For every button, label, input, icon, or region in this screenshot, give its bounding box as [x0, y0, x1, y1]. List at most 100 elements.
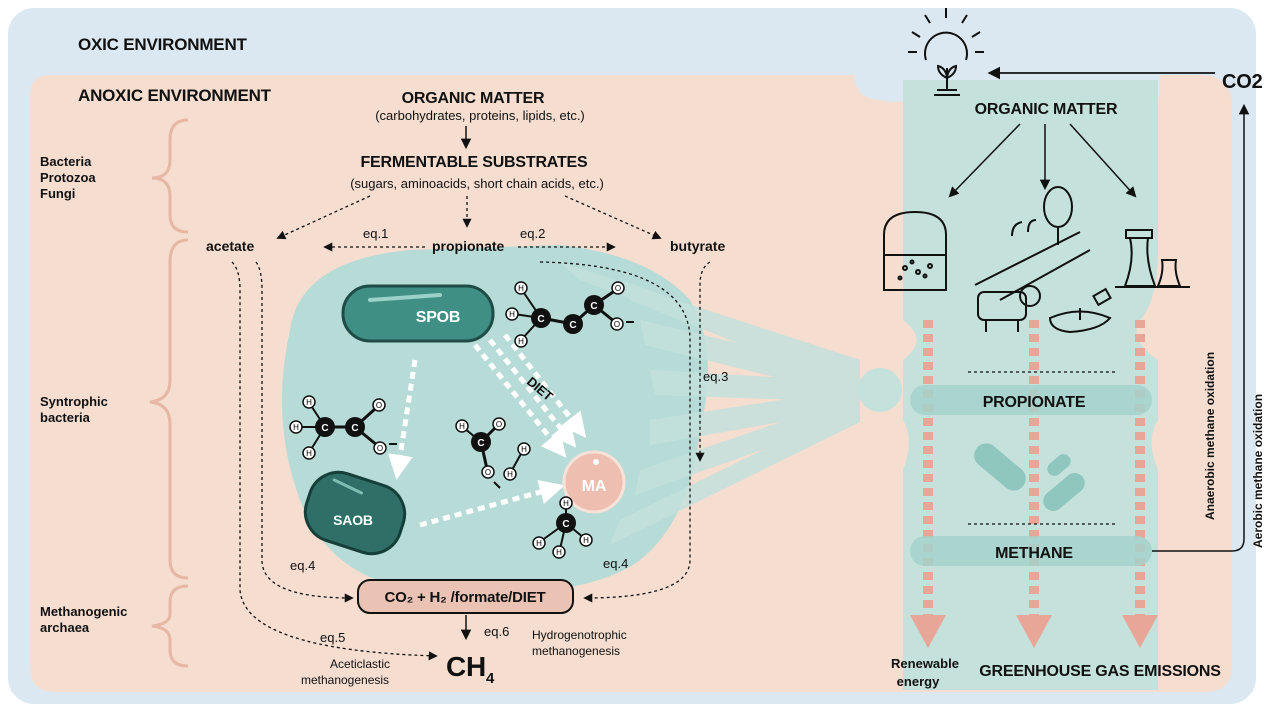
arrow-methane-to-co2: [1152, 103, 1250, 552]
fermentation-arrows: [276, 195, 662, 252]
methane-molecule: C H H H H: [532, 496, 593, 559]
atom-h: H: [583, 536, 589, 545]
atom-o: O: [377, 444, 383, 453]
beam-focus: [858, 368, 902, 412]
atom-h: H: [459, 422, 465, 431]
fermentable-title: FERMENTABLE SUBSTRATES: [360, 154, 588, 171]
digester-icon: [883, 210, 947, 291]
atom-h: H: [509, 310, 515, 319]
white-electron-arrows: [387, 333, 587, 528]
right-propionate-label: PROPIONATE: [983, 394, 1086, 411]
atom-c: C: [351, 423, 358, 434]
acetate-molecule: C C O O H H H: [289, 395, 397, 460]
arrow-butyrate-to-ma: [695, 261, 711, 462]
sun-plant-icon: [908, 8, 984, 96]
atom-h: H: [293, 423, 299, 432]
atom-h: H: [521, 445, 527, 454]
butyrate-label: butyrate: [670, 238, 725, 254]
group-bacteria-line1: Bacteria: [40, 154, 92, 169]
spob-bacterium: SPOB: [341, 284, 495, 343]
methane-band: [910, 536, 1152, 566]
atom-o: O: [614, 320, 620, 329]
arrow-propionate-to-co2: [539, 261, 691, 603]
light-beams: [560, 262, 860, 545]
eq5-label: eq.5: [320, 630, 345, 645]
left-braces: [149, 118, 189, 668]
propionate-label: propionate: [432, 238, 505, 254]
atom-o: O: [615, 284, 621, 293]
anoxic-label: ANOXIC ENVIRONMENT: [78, 86, 272, 105]
atom-c: C: [477, 438, 484, 449]
eq1-label: eq.1: [363, 226, 388, 241]
atom-h: H: [306, 398, 312, 407]
group-syntrophic-line1: Syntrophic: [40, 394, 108, 409]
formate-molecule: C H O O H H: [455, 417, 531, 489]
right-methane-label: METHANE: [995, 545, 1073, 562]
eq4-left-label: eq.4: [290, 558, 315, 573]
atom-h: H: [536, 539, 542, 548]
anaerobic-oxidation-label: Anaerobic methane oxidation: [1203, 352, 1217, 520]
industry-icon: [1048, 229, 1190, 334]
atom-o: O: [485, 468, 491, 477]
hydrogenotrophic-line1: Hydrogenotrophic: [532, 628, 627, 642]
atom-h: H: [563, 499, 569, 508]
atom-o: O: [376, 401, 382, 410]
ma-label: MA: [582, 478, 607, 495]
right-organic-matter-label: ORGANIC MATTER: [975, 101, 1118, 118]
group-bacteria-line2: Protozoa: [40, 170, 96, 185]
atom-c: C: [537, 314, 544, 325]
propionate-molecule: C C C O O H H H: [505, 281, 634, 348]
atom-h: H: [306, 449, 312, 458]
group-bacteria-line3: Fungi: [40, 186, 75, 201]
ghg-label: GREENHOUSE GAS EMISSIONS: [979, 663, 1221, 680]
farm-icon: [974, 186, 1091, 332]
group-methanogenic-line2: archaea: [40, 620, 90, 635]
group-syntrophic-label: Syntrophic bacteria: [40, 394, 108, 425]
atom-c: C: [321, 423, 328, 434]
atom-c: C: [590, 301, 597, 312]
renewable-line1: Renewable: [891, 656, 959, 671]
emission-arrowheads: [910, 615, 1158, 648]
arrow-to-butyrate: [564, 195, 662, 240]
co2-h2-formate-box: CO₂ + H₂ /formate/DIET: [357, 579, 574, 614]
aceticlastic-line2: methanogenesis: [301, 673, 389, 687]
group-bacteria-label: Bacteria Protozoa Fungi: [40, 154, 96, 201]
atom-h: H: [518, 284, 524, 293]
aerobic-oxidation-label: Aerobic methane oxidation: [1251, 394, 1264, 548]
organic-matter-arrows: [948, 123, 1137, 198]
eq3-label: eq.3: [703, 369, 728, 384]
bacteria-pills: [974, 443, 1085, 511]
acetate-label: acetate: [206, 238, 254, 254]
oxic-label: OXIC ENVIRONMENT: [78, 35, 248, 54]
spob-label: SPOB: [416, 309, 461, 326]
ch4-subscript: 4: [486, 670, 495, 687]
atom-c: C: [569, 320, 576, 331]
propionate-band: [910, 385, 1152, 415]
arrow-to-acetate: [276, 195, 371, 240]
right-co2-label: CO2: [1222, 71, 1263, 93]
renewable-line2: energy: [897, 674, 940, 689]
co2-box-label: CO₂ + H₂ /formate/DIET: [384, 589, 545, 606]
fermentable-subtitle: (sugars, aminoacids, short chain acids, …: [350, 176, 604, 191]
organic-matter-subtitle: (carbohydrates, proteins, lipids, etc.): [375, 108, 585, 123]
aceticlastic-line1: Aceticlastic: [330, 657, 390, 671]
hydrogenotrophic-line2: methanogenesis: [532, 644, 620, 658]
atom-c: C: [562, 519, 569, 530]
eq6-label: eq.6: [484, 624, 509, 639]
eq4-right-label: eq.4: [603, 556, 628, 571]
saob-label: SAOB: [333, 512, 373, 528]
ma-archaeon: MA: [562, 450, 626, 514]
ch4-main: CH: [446, 651, 486, 682]
saob-bacterium: SAOB: [303, 470, 407, 556]
group-syntrophic-line2: bacteria: [40, 410, 91, 425]
atom-h: H: [507, 470, 513, 479]
eq2-label: eq.2: [520, 226, 545, 241]
ch4-label: CH4: [446, 651, 495, 687]
atom-h: H: [556, 548, 562, 557]
pathway-arrows: [231, 261, 711, 661]
atom-h: H: [518, 337, 524, 346]
organic-matter-title: ORGANIC MATTER: [402, 90, 545, 107]
arrow-acetate-to-ch4: [231, 261, 438, 661]
